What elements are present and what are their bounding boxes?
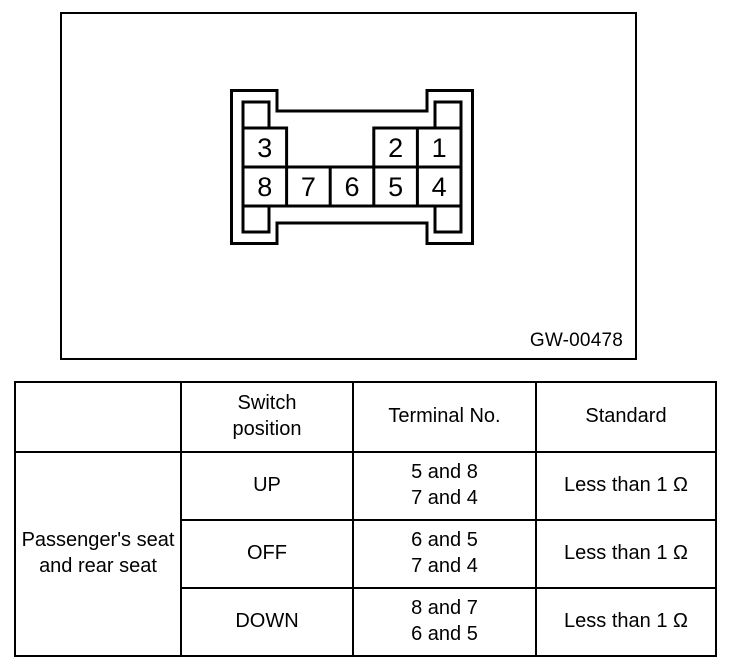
cell-terminal-no: 6 and 5 7 and 4 bbox=[352, 519, 537, 589]
cell-switch-position: DOWN bbox=[180, 587, 354, 657]
table-row: Passenger's seat and rear seat UP 5 and … bbox=[14, 451, 717, 657]
terminal-pair-1: 8 and 7 bbox=[411, 597, 478, 620]
group-cell-passenger-rear-seat: Passenger's seat and rear seat bbox=[14, 451, 182, 657]
pin-label-3: 3 bbox=[257, 133, 273, 163]
cell-switch-position: UP bbox=[180, 451, 354, 521]
header-switch-position: Switch position bbox=[180, 381, 354, 453]
figure-code-label: GW-00478 bbox=[529, 330, 623, 351]
cell-standard: Less than 1 Ω bbox=[535, 519, 717, 589]
tab-top-right bbox=[433, 100, 463, 130]
continuity-spec-table: Switch position Terminal No. Standard Pa… bbox=[14, 381, 717, 657]
tab-top-left bbox=[241, 100, 271, 130]
pin-label-5: 5 bbox=[388, 172, 404, 202]
tab-bottom-right bbox=[433, 204, 463, 234]
terminal-pair-2: 7 and 4 bbox=[411, 487, 478, 509]
terminal-pair-2: 6 and 5 bbox=[411, 623, 478, 645]
header-standard: Standard bbox=[535, 381, 717, 453]
tab-bottom-left bbox=[241, 204, 271, 234]
connector-outline-svg bbox=[230, 89, 474, 245]
cell-standard: Less than 1 Ω bbox=[535, 451, 717, 521]
group-label-line2: seat and bbox=[39, 529, 175, 577]
terminal-pair-2: 7 and 4 bbox=[411, 555, 478, 577]
pin-label-4: 4 bbox=[431, 172, 447, 202]
cell-switch-position: OFF bbox=[180, 519, 354, 589]
table-header-row: Switch position Terminal No. Standard bbox=[14, 381, 717, 453]
terminal-pair-1: 6 and 5 bbox=[411, 529, 478, 552]
housing-outline bbox=[230, 89, 474, 245]
header-switch-position-line2: position bbox=[232, 418, 302, 440]
group-label-line1: Passenger's bbox=[21, 529, 132, 552]
figure-panel: 3 2 1 8 7 6 5 4 GW-00478 bbox=[60, 12, 637, 360]
cell-terminal-no: 8 and 7 6 and 5 bbox=[352, 587, 537, 657]
table-row: OFF 6 and 5 7 and 4 Less than 1 Ω bbox=[15, 519, 717, 589]
header-group bbox=[14, 381, 182, 453]
terminal-pair-1: 5 and 8 bbox=[411, 461, 478, 484]
cell-standard: Less than 1 Ω bbox=[535, 587, 717, 657]
pin-cell-3 bbox=[241, 126, 289, 169]
pin-label-7: 7 bbox=[300, 172, 316, 202]
cell-terminal-no: 5 and 8 7 and 4 bbox=[352, 451, 537, 521]
pin-row-bottom bbox=[241, 165, 463, 208]
pin-label-2: 2 bbox=[388, 133, 404, 163]
header-switch-position-line1: Switch bbox=[237, 392, 297, 415]
pin-label-1: 1 bbox=[431, 133, 447, 163]
header-terminal-no: Terminal No. bbox=[352, 381, 537, 453]
group-label-line3: rear seat bbox=[78, 555, 157, 577]
pin-label-8: 8 bbox=[257, 172, 273, 202]
table-row: DOWN 8 and 7 6 and 5 Less than 1 Ω bbox=[15, 587, 717, 657]
pin-label-6: 6 bbox=[344, 172, 360, 202]
connector-diagram: 3 2 1 8 7 6 5 4 bbox=[230, 89, 474, 245]
